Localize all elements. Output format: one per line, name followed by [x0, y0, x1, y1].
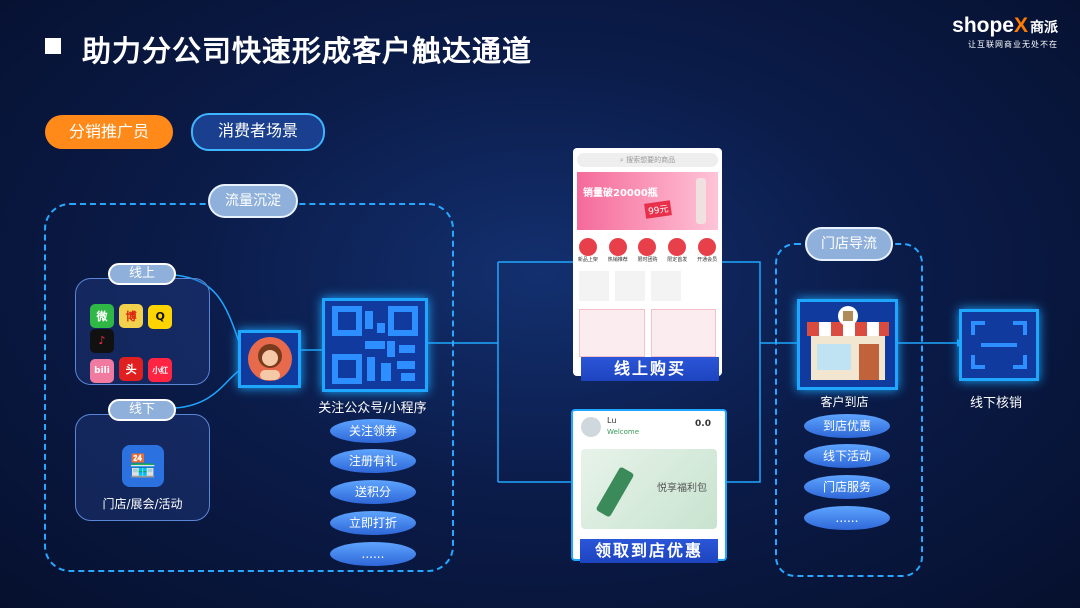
shop-price: 99元 [644, 200, 673, 219]
store-coupon-caption: 领取到店优惠 [580, 539, 718, 563]
logo-cn: 商派 [1030, 19, 1058, 35]
store-option-event[interactable]: 线下活动 [804, 444, 890, 468]
store-option-discount[interactable]: 到店优惠 [804, 414, 890, 438]
shop-nav-item[interactable]: 开通会员 [697, 238, 717, 263]
logo-text: shope [952, 14, 1014, 37]
avatar [238, 330, 301, 388]
store-option-more[interactable]: ...... [804, 506, 890, 530]
title-bullet [45, 38, 61, 54]
connector-phones-merge [722, 261, 761, 483]
connector-online [174, 274, 241, 346]
product-bottle-icon [595, 466, 635, 518]
shop-banner-text: 销量破20000瓶 [583, 188, 658, 199]
qr-option-register[interactable]: 注册有礼 [330, 449, 416, 473]
coupon-phone: Lu Welcome 0.0 悦享福利包 [571, 409, 727, 561]
logo-slogan: 让互联网商业无处不在 [968, 40, 1058, 49]
douyin-icon: ♪ [90, 328, 114, 353]
shop-search-text: 搜索想要的商品 [626, 156, 676, 164]
online-tag: 线上 [108, 263, 176, 285]
qr-code-icon [332, 306, 418, 384]
shop-search[interactable]: ⌕ 搜索想要的商品 [577, 153, 718, 167]
weibo-icon: 博 [119, 304, 144, 328]
toutiao-icon: 头 [119, 356, 144, 381]
online-buy-caption: 线上购买 [581, 357, 719, 381]
shop-nav-item[interactable]: 限时团购 [637, 238, 658, 263]
qr-option-more[interactable]: ...... [330, 542, 416, 566]
online-group: 微 博 Q ♪ bili 头 小红 [75, 278, 210, 385]
bilibili-icon: bili [90, 358, 114, 383]
store-box [797, 299, 898, 390]
offline-tag: 线下 [108, 399, 176, 421]
shop-banner[interactable]: 销量破20000瓶 99元 [577, 172, 718, 230]
product-card[interactable] [650, 309, 716, 357]
shop-front-icon [806, 305, 889, 380]
logo-x: X [1013, 14, 1028, 37]
store-option-service[interactable]: 门店服务 [804, 475, 890, 499]
product-thumb[interactable] [579, 271, 609, 301]
coupon-header: Lu Welcome 0.0 [573, 411, 725, 443]
consumer-pill[interactable]: 消费者场景 [191, 113, 325, 151]
qq-icon: Q [148, 304, 173, 329]
offline-group: 🏪 门店/展会/活动 [75, 414, 210, 521]
coupon-welcome: Welcome [607, 428, 640, 436]
coupon-promo: 悦享福利包 [657, 483, 707, 494]
product-thumb[interactable] [615, 271, 645, 301]
store-icon: 🏪 [122, 445, 164, 487]
user-avatar-icon [247, 337, 292, 381]
offline-label: 门店/展会/活动 [102, 497, 183, 511]
app-icons: 微 博 Q ♪ bili 头 小红 [90, 304, 200, 383]
coupon-banner[interactable]: 悦享福利包 [581, 449, 717, 529]
product-card[interactable] [579, 309, 645, 357]
coupon-count: 0.0 [695, 419, 711, 429]
coupon-user: Lu [607, 416, 617, 425]
qr-option-coupon[interactable]: 关注领券 [330, 419, 416, 443]
product-thumb[interactable] [651, 271, 681, 301]
qr-option-discount[interactable]: 立即打折 [330, 511, 416, 535]
shop-nav-item[interactable]: 限定首发 [667, 238, 687, 263]
shop-products [579, 271, 716, 301]
scan-icon [971, 321, 1027, 369]
search-icon: ⌕ [619, 156, 627, 164]
connector-offline [174, 369, 241, 409]
online-shop-phone: ⌕ 搜索想要的商品 销量破20000瓶 99元 新品上架 热销推荐 限时团购 限… [573, 148, 722, 376]
distributor-pill[interactable]: 分销推广员 [45, 115, 173, 149]
verify-box[interactable] [959, 309, 1039, 381]
shop-nav: 新品上架 热销推荐 限时团购 限定首发 开通会员 [573, 238, 722, 263]
qr-option-points[interactable]: 送积分 [330, 480, 416, 504]
shop-products-row2 [579, 309, 716, 357]
shop-nav-item[interactable]: 热销推荐 [608, 238, 628, 263]
qr-label: 关注公众号/小程序 [318, 401, 427, 416]
product-bottle-icon [696, 178, 706, 224]
store-label: 客户到店 [820, 395, 869, 409]
verify-label: 线下核销 [969, 396, 1022, 411]
xiaohongshu-icon: 小红 [148, 358, 173, 382]
shop-nav-item[interactable]: 新品上架 [578, 238, 598, 263]
page-title: 助力分公司快速形成客户触达通道 [82, 34, 533, 68]
store-tag: 门店导流 [805, 227, 893, 261]
wechat-icon: 微 [90, 304, 114, 328]
traffic-tag: 流量沉淀 [208, 184, 298, 218]
user-avatar-small [581, 417, 601, 437]
qr-code[interactable] [322, 298, 428, 392]
